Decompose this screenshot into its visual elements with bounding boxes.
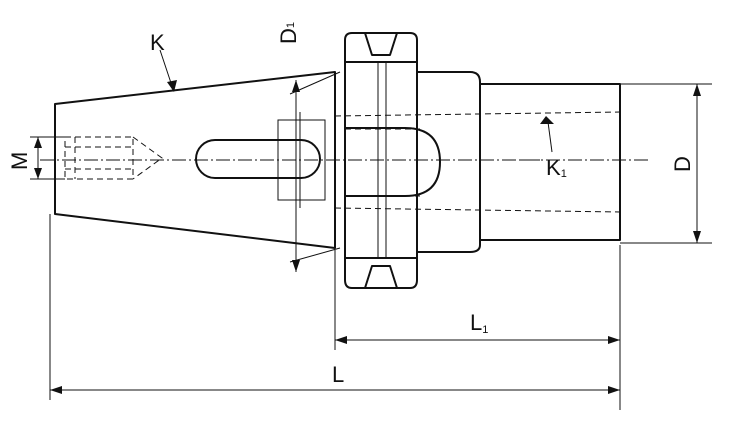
label-d1: D1: [276, 22, 301, 44]
label-k: K: [150, 30, 165, 55]
label-l1: L1: [470, 310, 488, 336]
threaded-bore: [64, 136, 163, 180]
label-m: M: [7, 152, 32, 170]
extension-lines: [30, 83, 712, 410]
shank: [480, 83, 621, 241]
dimension-m: M: [7, 137, 42, 179]
dimension-l: L: [50, 362, 620, 394]
taper-keyway-slot: [195, 139, 321, 179]
drive-key: [345, 127, 441, 197]
dimension-l1: L1: [335, 310, 620, 344]
taper-k-callout: K: [150, 30, 177, 92]
dimension-d: D: [670, 84, 701, 243]
bore-k1-callout: K1: [520, 116, 567, 180]
dimension-d1: D1: [276, 22, 341, 272]
gauge-ring: [277, 119, 326, 201]
shank-neck: [417, 71, 481, 253]
label-k1: K1: [546, 155, 567, 180]
label-l: L: [332, 362, 344, 387]
flange: [344, 32, 418, 289]
label-d: D: [670, 156, 695, 172]
